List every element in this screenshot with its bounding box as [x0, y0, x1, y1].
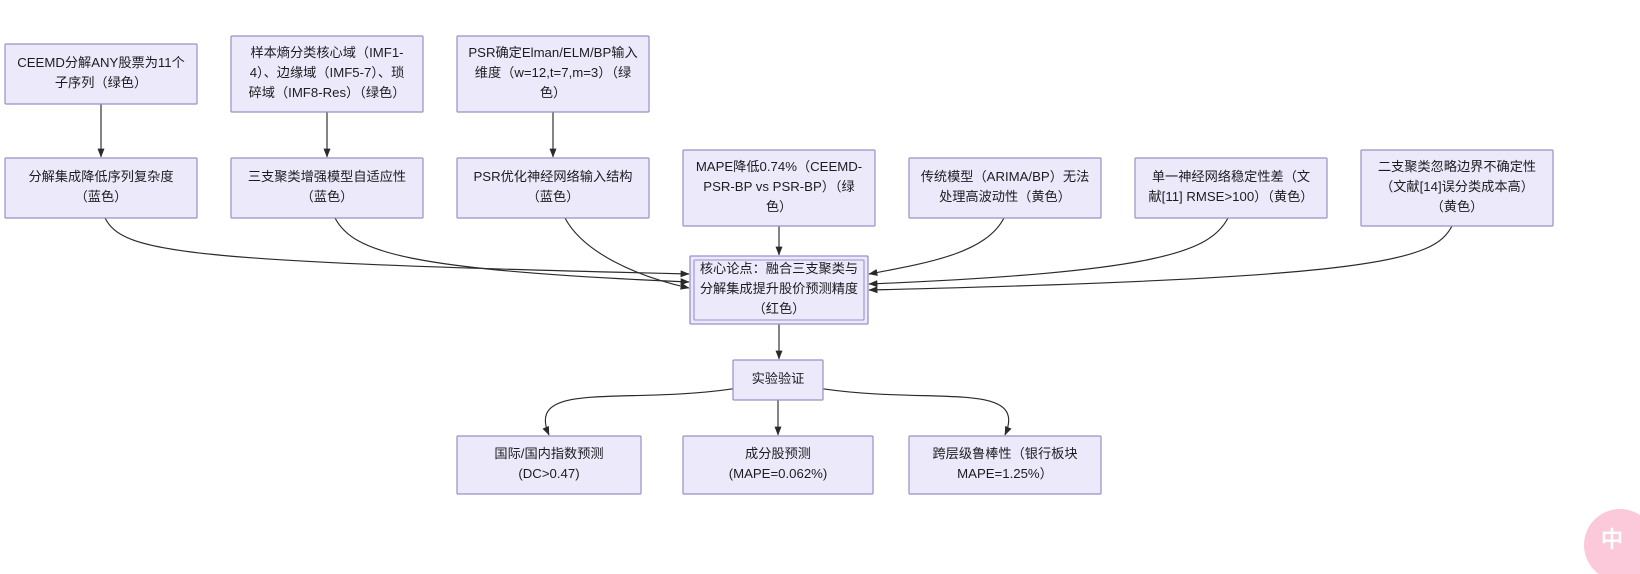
- node-label: 二支聚类忽略边界不确定性（文献[14]误分类成本高）（黄色）: [1378, 159, 1536, 214]
- flow-edge: [542, 388, 734, 436]
- flow-edge: [868, 217, 1005, 276]
- node-label: PSR优化神经网络输入结构（蓝色）: [474, 169, 633, 204]
- node-box: [230, 35, 424, 113]
- node-label: 国际/国内指数预测(DC>0.47): [494, 446, 603, 481]
- node-box: [230, 157, 424, 219]
- flow-edge: [564, 217, 690, 290]
- flow-node[interactable]: 核心论点：融合三支聚类与分解集成提升股价预测精度（红色）: [689, 255, 869, 325]
- node-box: [456, 35, 650, 113]
- node-label: CEEMD分解ANY股票为11个子序列（绿色）: [17, 55, 185, 90]
- node-box: [682, 149, 876, 227]
- node-box: [908, 435, 1102, 495]
- flow-edge: [822, 388, 1012, 436]
- flow-node[interactable]: 实验验证: [732, 359, 824, 401]
- watermark: 中: [1584, 509, 1640, 574]
- nodes-layer: CEEMD分解ANY股票为11个子序列（绿色） 样本熵分类核心域（IMF1-4）、…: [4, 35, 1554, 495]
- flow-edge: [104, 217, 690, 278]
- node-label: 成分股预测(MAPE=0.062%): [729, 446, 828, 481]
- node-label: MAPE降低0.74%（CEEMD-PSR-BP vs PSR-BP）（绿色）: [696, 159, 862, 214]
- flow-node[interactable]: CEEMD分解ANY股票为11个子序列（绿色）: [4, 43, 198, 105]
- flow-node[interactable]: 成分股预测(MAPE=0.062%): [682, 435, 874, 495]
- core-node-inner-border: [693, 259, 865, 321]
- node-box: [1360, 149, 1554, 227]
- flow-node[interactable]: 传统模型（ARIMA/BP）无法处理高波动性（黄色）: [908, 157, 1102, 219]
- flow-node[interactable]: 国际/国内指数预测(DC>0.47): [456, 435, 642, 495]
- flow-node[interactable]: 三支聚类增强模型自适应性（蓝色）: [230, 157, 424, 219]
- edges-layer: [97, 104, 1453, 436]
- flow-node[interactable]: 单一神经网络稳定性差（文献[11] RMSE>100）（黄色）: [1134, 157, 1328, 219]
- node-label: 传统模型（ARIMA/BP）无法处理高波动性（黄色）: [921, 169, 1090, 204]
- node-box: [4, 43, 198, 105]
- flow-edge: [868, 225, 1453, 294]
- node-label: PSR确定Elman/ELM/BP输入维度（w=12,t=7,m=3）（绿色）: [468, 45, 637, 100]
- flow-node[interactable]: PSR确定Elman/ELM/BP输入维度（w=12,t=7,m=3）（绿色）: [456, 35, 650, 113]
- node-label: 单一神经网络稳定性差（文献[11] RMSE>100）（黄色）: [1148, 169, 1313, 204]
- watermark-circle: [1584, 509, 1640, 574]
- node-label: 实验验证: [752, 371, 805, 386]
- node-label: 核心论点：融合三支聚类与分解集成提升股价预测精度（红色）: [700, 261, 858, 316]
- flow-node[interactable]: 分解集成降低序列复杂度（蓝色）: [4, 157, 198, 219]
- node-box: [732, 359, 824, 401]
- flow-edge: [334, 217, 690, 286]
- watermark-label: 中: [1601, 527, 1623, 552]
- node-box: [682, 435, 874, 495]
- node-box: [1134, 157, 1328, 219]
- node-box: [4, 157, 198, 219]
- flow-node[interactable]: MAPE降低0.74%（CEEMD-PSR-BP vs PSR-BP）（绿色）: [682, 149, 876, 227]
- node-label: 样本熵分类核心域（IMF1-4）、边缘域（IMF5-7）、琐碎域（IMF8-Re…: [249, 45, 406, 100]
- node-box: [456, 435, 642, 495]
- flow-node[interactable]: 样本熵分类核心域（IMF1-4）、边缘域（IMF5-7）、琐碎域（IMF8-Re…: [230, 35, 424, 113]
- flow-edge: [868, 217, 1229, 288]
- node-label: 三支聚类增强模型自适应性（蓝色）: [248, 169, 406, 204]
- node-box: [908, 157, 1102, 219]
- node-label: 分解集成降低序列复杂度（蓝色）: [28, 169, 173, 204]
- flow-node[interactable]: 二支聚类忽略边界不确定性（文献[14]误分类成本高）（黄色）: [1360, 149, 1554, 227]
- flow-node[interactable]: PSR优化神经网络输入结构（蓝色）: [456, 157, 650, 219]
- node-box: [456, 157, 650, 219]
